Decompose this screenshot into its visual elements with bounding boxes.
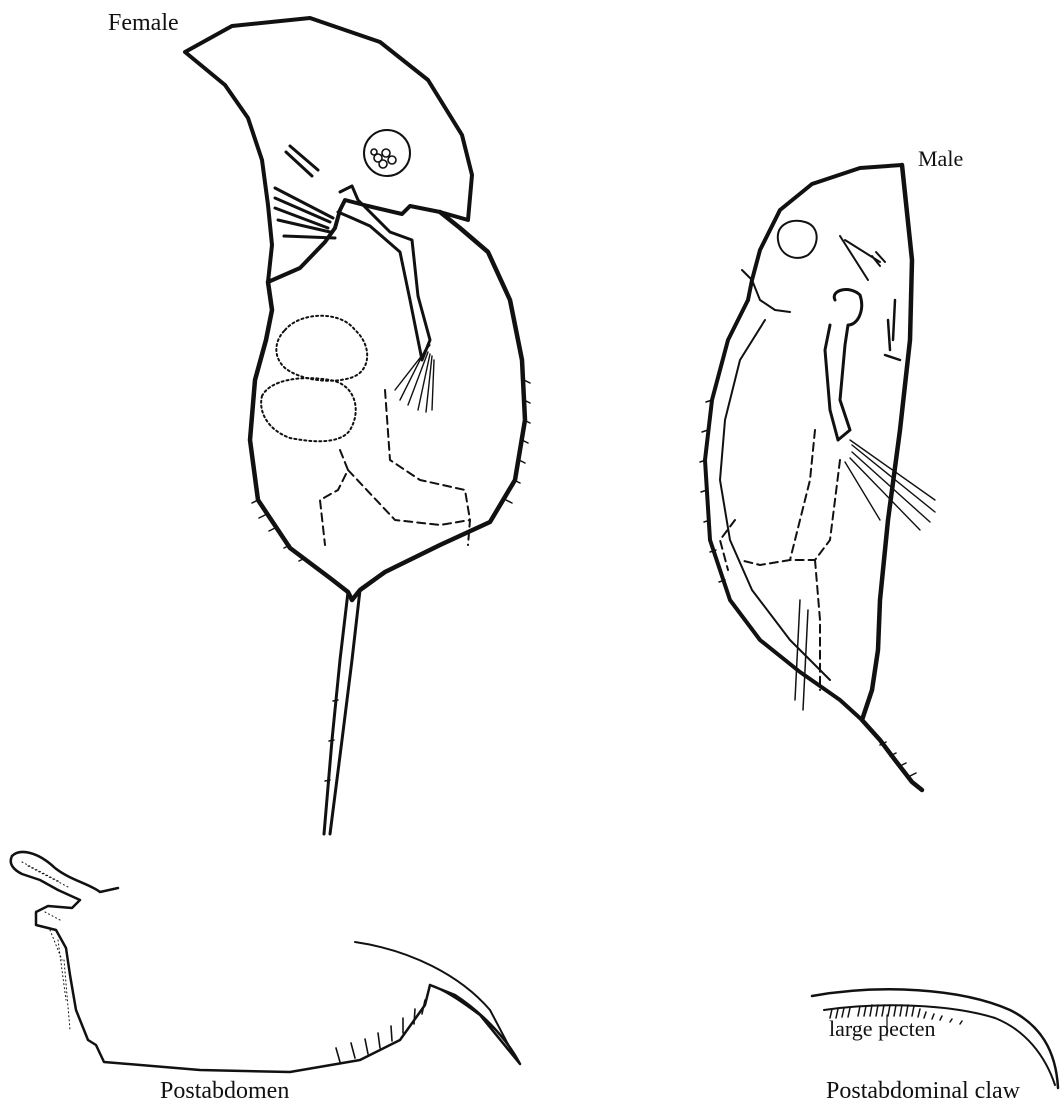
- female-tail-spine: [324, 590, 360, 834]
- female-helmet: [185, 18, 472, 282]
- female-antenna: [338, 186, 430, 360]
- male-legs: [795, 600, 808, 710]
- female-egg-lower: [261, 378, 356, 441]
- postabdomen-spines: [336, 1000, 425, 1062]
- male-inner-margin: [720, 320, 830, 680]
- male-antenna: [825, 290, 862, 440]
- female-serration: [252, 380, 530, 781]
- postabdomen-filament: [12, 852, 118, 892]
- postabdomen-dorsal: [355, 942, 510, 1048]
- male-ventral: [705, 300, 862, 720]
- female-head-marks: [275, 146, 335, 238]
- female-antenna-setae: [395, 345, 434, 412]
- male-dorsal: [748, 165, 902, 300]
- male-daphnia: [700, 165, 935, 790]
- postabdomen-outline: [11, 856, 430, 1072]
- female-daphnia: [185, 18, 530, 834]
- postabdomen-stipple: [22, 862, 70, 1030]
- female-egg-upper: [276, 316, 367, 381]
- female-eye-lenses: [371, 149, 396, 168]
- postabdomen-drawing: [11, 852, 520, 1072]
- male-serration: [700, 400, 916, 776]
- postabdomen-claw: [430, 985, 520, 1064]
- postabdominal-claw-drawing: [812, 989, 1058, 1088]
- male-head-marks: [885, 300, 900, 360]
- male-eye: [778, 221, 817, 258]
- female-gut: [320, 390, 470, 545]
- claw-outer: [812, 989, 1058, 1088]
